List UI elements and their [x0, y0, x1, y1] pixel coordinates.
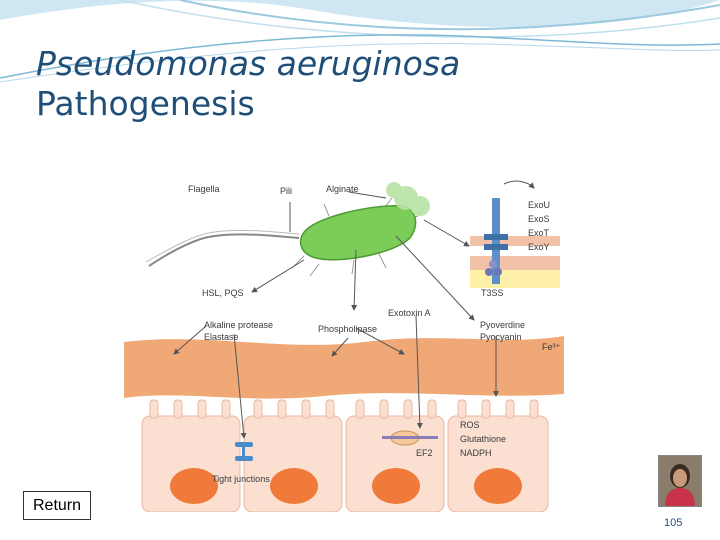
- tight-junction-icon: [235, 442, 253, 461]
- label-pyocyanin: Pyocyanin: [480, 332, 522, 342]
- title-line-2: Pathogenesis: [36, 84, 255, 123]
- label-alginate: Alginate: [326, 184, 359, 194]
- alginate-cloud: [386, 182, 430, 216]
- label-hsl-pqs: HSL, PQS: [202, 288, 244, 298]
- pathogenesis-diagram: Flagella Pili Alginate ExoU ExoS ExoT Ex…: [124, 176, 564, 512]
- title-line-1: Pseudomonas aeruginosa: [36, 44, 461, 83]
- label-exou: ExoU: [528, 200, 550, 210]
- label-tight-junctions: Tight junctions: [212, 474, 270, 484]
- return-button[interactable]: Return: [23, 491, 91, 520]
- label-flagella: Flagella: [188, 184, 220, 194]
- label-exoy: ExoY: [528, 242, 550, 252]
- ef2-icon: [382, 430, 438, 446]
- label-exos: ExoS: [528, 214, 550, 224]
- bacterium-icon: [145, 182, 430, 277]
- slide-title: Pseudomonas aeruginosa Pathogenesis: [36, 44, 676, 124]
- label-pyoverdine: Pyoverdine: [480, 320, 525, 330]
- label-alkaline-protease: Alkaline protease: [204, 320, 273, 330]
- mucus-layer: [124, 336, 564, 399]
- label-ros: ROS: [460, 420, 480, 430]
- label-nadph: NADPH: [460, 448, 492, 458]
- t3ss-needle-icon: [470, 198, 560, 288]
- label-t3ss: T3SS: [481, 288, 504, 298]
- label-exotoxin-a: Exotoxin A: [388, 308, 431, 318]
- microvilli: [149, 399, 539, 419]
- label-ef2: EF2: [416, 448, 433, 458]
- label-fe: Fe³⁺: [542, 342, 561, 352]
- label-pili: Pili: [280, 186, 292, 196]
- header-swoosh-decoration: [0, 0, 720, 83]
- label-phospholipase: Phospholipase: [318, 324, 377, 334]
- label-exot: ExoT: [528, 228, 550, 238]
- nuclei: [170, 468, 522, 504]
- presenter-avatar: [658, 455, 702, 507]
- label-elastase: Elastase: [204, 332, 239, 342]
- page-number: 105: [664, 517, 683, 529]
- label-glutathione: Glutathione: [460, 434, 506, 444]
